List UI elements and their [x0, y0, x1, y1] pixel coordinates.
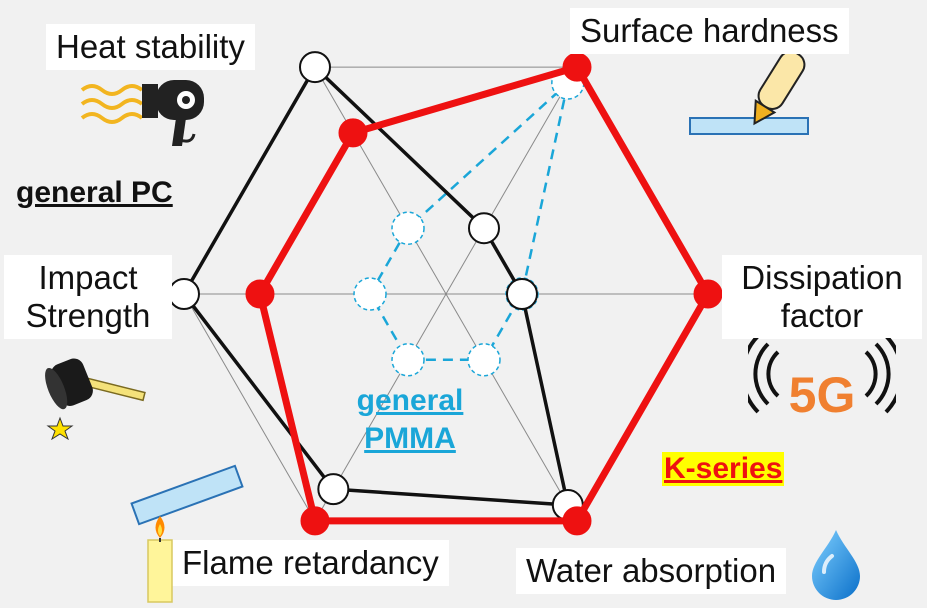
axis-label-heat-stability: Heat stability	[46, 24, 255, 70]
candle-icon	[130, 464, 244, 603]
point-general-pc-surface-hardness	[467, 212, 500, 245]
axis-label-flame-retardancy: Flame retardancy	[172, 540, 449, 586]
legend-k-series: K-series	[662, 452, 785, 486]
point-general-pc-dissipation-factor	[505, 278, 538, 310]
point-k-series-heat-stability	[338, 118, 368, 148]
radar-spoke-heat-stability	[314, 66, 447, 295]
point-k-series-dissipation-factor	[693, 279, 723, 309]
point-general-pmma-impact-strength	[353, 277, 387, 311]
radar-spoke-surface-hardness	[445, 66, 578, 295]
point-general-pc-impact-strength	[168, 278, 200, 310]
point-general-pmma-heat-stability	[391, 211, 425, 245]
radar-spoke-water-absorption	[445, 293, 578, 522]
pencil-on-surface-icon	[689, 54, 809, 135]
hammer-icon	[45, 358, 146, 440]
axis-label-water-absorption: Water absorption	[516, 548, 787, 594]
series-general-pc	[168, 51, 584, 522]
five-g-label: 5G	[789, 367, 856, 418]
series-general-pmma	[353, 66, 585, 377]
point-k-series-surface-hardness	[562, 52, 592, 82]
axis-label-surface-hardness: Surface hardness	[570, 8, 849, 54]
radar-series	[168, 51, 723, 536]
legend-general-pc: general PC	[16, 176, 173, 209]
point-general-pc-flame-retardancy	[317, 473, 350, 506]
point-general-pmma-flame-retardancy	[391, 343, 425, 377]
point-k-series-water-absorption	[562, 506, 592, 536]
point-k-series-impact-strength	[245, 279, 275, 309]
point-general-pc-heat-stability	[299, 51, 331, 84]
series-k-series	[245, 52, 723, 536]
signal-waves-icon: 5G	[748, 338, 896, 418]
hair-dryer-icon	[80, 80, 204, 146]
point-k-series-flame-retardancy	[300, 506, 330, 536]
water-drop-icon	[812, 530, 860, 600]
point-general-pmma-water-absorption	[467, 343, 501, 377]
